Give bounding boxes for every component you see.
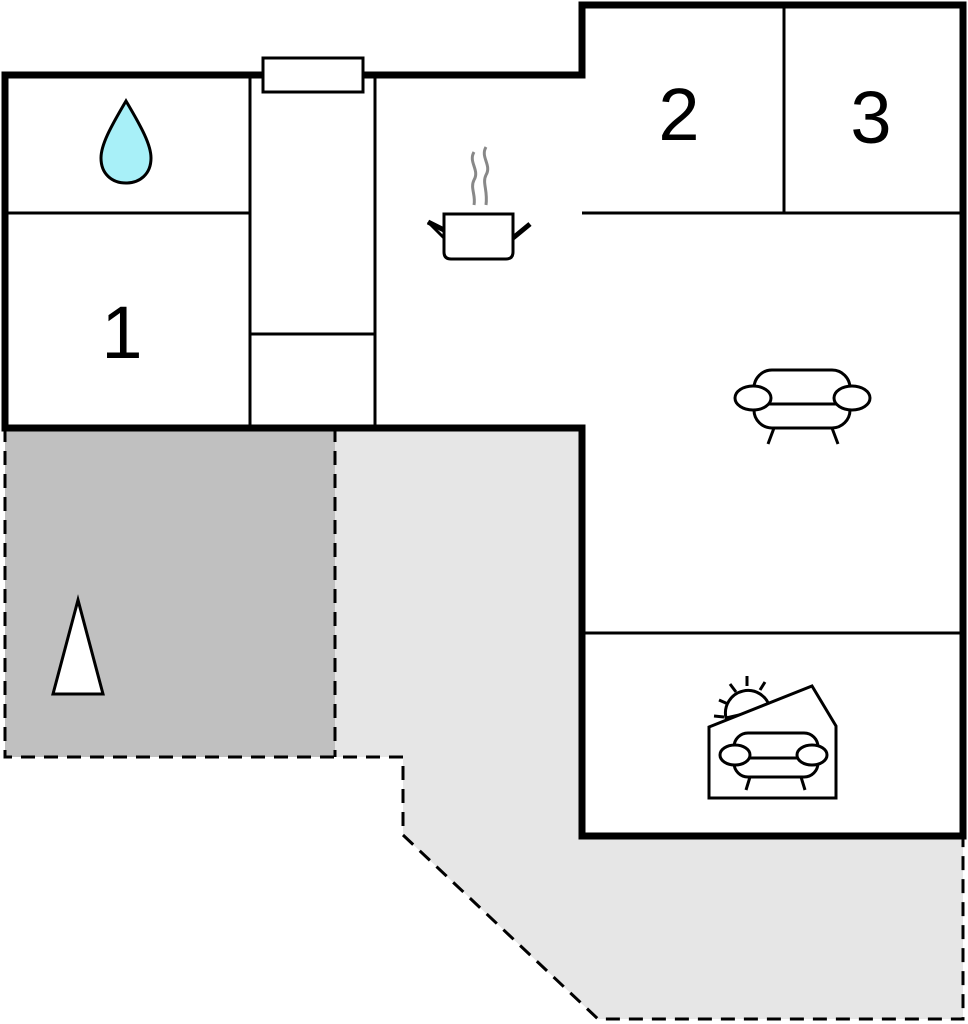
- room-number-2: 2: [658, 73, 699, 156]
- cooking-pot-icon: [426, 146, 532, 261]
- tent-icon: [51, 594, 105, 696]
- room-number-3: 3: [850, 76, 891, 159]
- window: [261, 56, 365, 94]
- sofa-icon: [733, 368, 872, 445]
- exterior-walls: [1, 1, 967, 840]
- terrace-dashed-outline: [3, 428, 965, 1021]
- interior-walls: [5, 5, 963, 635]
- room-number-1: 1: [101, 291, 142, 374]
- sunroom-sofa-icon: [707, 676, 838, 800]
- covered-terrace-area: [5, 428, 335, 757]
- water-drop-icon: [99, 98, 153, 185]
